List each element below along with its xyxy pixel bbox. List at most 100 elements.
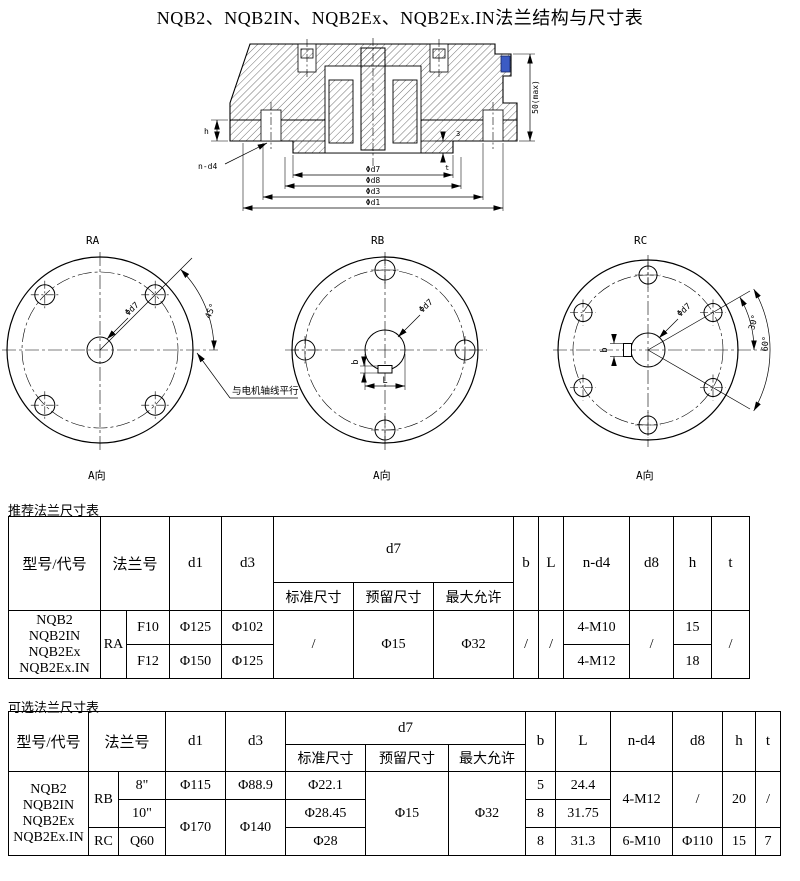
bolt-holes-section bbox=[260, 39, 511, 149]
t1-h-flange: 法兰号 bbox=[99, 516, 171, 611]
t2-r1-d7std: Φ22.1 bbox=[285, 771, 367, 800]
dim-label-t: t bbox=[445, 164, 449, 172]
hub-left bbox=[328, 79, 354, 144]
ra-bolt-circle bbox=[21, 271, 179, 429]
t2-r2-size: 10" bbox=[117, 799, 167, 828]
t2-h-nd4: n-d4 bbox=[610, 711, 674, 772]
t1-t: / bbox=[711, 610, 751, 679]
t1-h-h: h bbox=[673, 516, 713, 611]
t1-h-L: L bbox=[538, 516, 565, 611]
dimension-lines: Φd7 Φd8 Φd3 Φd1 h n-d4 50(max) 3 bbox=[198, 53, 540, 211]
t2-h-h: h bbox=[722, 711, 757, 772]
t1-h-b: b bbox=[513, 516, 540, 611]
dim-label-d8: Φd8 bbox=[366, 176, 381, 185]
t1-f10-d3: Φ102 bbox=[221, 610, 275, 645]
t1-h-d7-max: 最大允许 bbox=[433, 582, 515, 611]
rc-angle60-label: 60° bbox=[760, 336, 771, 352]
recommended-flange-table: 型号/代号 法兰号 d1 d3 d7 b L n-d4 d8 h t 标准尺寸 … bbox=[8, 516, 751, 679]
t2-h-d7-max: 最大允许 bbox=[448, 744, 527, 772]
t2-h-d7-reserved: 预留尺寸 bbox=[365, 744, 450, 772]
t1-models-cell: NQB2 NQB2IN NQB2Ex NQB2Ex.IN bbox=[8, 610, 101, 679]
dim-label-h: h bbox=[204, 127, 209, 136]
t1-d7-std: / bbox=[273, 610, 355, 679]
t2-r2-d1: Φ170 bbox=[165, 799, 227, 856]
t2-r3-L: 31.3 bbox=[555, 827, 612, 856]
rc-direction-label: A向 bbox=[636, 468, 654, 482]
model-name: NQB2Ex bbox=[22, 813, 75, 829]
t1-h-d7-reserved: 预留尺寸 bbox=[353, 582, 435, 611]
t1-f10-h: 15 bbox=[673, 610, 713, 645]
t2-d7-reserved: Φ15 bbox=[365, 771, 450, 856]
t1-f10-d1: Φ125 bbox=[169, 610, 223, 645]
rb-keyway bbox=[377, 365, 393, 374]
dim-label-50max: 50(max) bbox=[531, 80, 540, 114]
t1-f12-no: F12 bbox=[125, 644, 171, 679]
t1-h-t: t bbox=[711, 516, 751, 611]
t2-r2-d7std: Φ28.45 bbox=[285, 799, 367, 828]
t2-h-b: b bbox=[525, 711, 557, 772]
t1-d7-max: Φ32 bbox=[433, 610, 515, 679]
t2-r1-h: 20 bbox=[722, 771, 757, 828]
t2-r1-b: 5 bbox=[525, 771, 557, 800]
t2-r1-size: 8" bbox=[117, 771, 167, 800]
t2-h-flange: 法兰号 bbox=[87, 711, 167, 772]
rc-b-label: b bbox=[600, 347, 610, 352]
t2-r1-L: 24.4 bbox=[555, 771, 612, 800]
t2-r3-nd4: 6-M10 bbox=[610, 827, 674, 856]
view-ra-title: RA bbox=[86, 234, 100, 247]
rc-keyway bbox=[623, 343, 632, 357]
dim-label-d7: Φd7 bbox=[366, 165, 381, 174]
hub-right bbox=[392, 79, 418, 144]
t2-r2-L: 31.75 bbox=[555, 799, 612, 828]
t2-h-d7-std: 标准尺寸 bbox=[285, 744, 367, 772]
dim-label-3: 3 bbox=[456, 130, 460, 138]
t2-r1-d8: / bbox=[672, 771, 724, 828]
t2-h-L: L bbox=[555, 711, 612, 772]
t2-group-rc: RC bbox=[88, 827, 119, 856]
t1-L: / bbox=[538, 610, 565, 679]
t1-f12-h: 18 bbox=[673, 644, 713, 679]
t1-f10-no: F10 bbox=[125, 610, 171, 645]
t2-r3-d7std: Φ28 bbox=[285, 827, 367, 856]
t2-h-t: t bbox=[755, 711, 782, 772]
t1-h-d1: d1 bbox=[169, 516, 223, 611]
model-name: NQB2IN bbox=[22, 797, 75, 813]
t1-f12-nd4: 4-M12 bbox=[563, 644, 631, 679]
t1-h-model: 型号/代号 bbox=[8, 516, 101, 611]
t2-r2-b: 8 bbox=[525, 799, 557, 828]
t2-models-cell: NQB2 NQB2IN NQB2Ex NQB2Ex.IN bbox=[8, 771, 89, 856]
t1-f12-d1: Φ150 bbox=[169, 644, 223, 679]
t1-h-d3: d3 bbox=[221, 516, 275, 611]
t2-r2-d3: Φ140 bbox=[225, 799, 287, 856]
t2-r3-t: 7 bbox=[755, 827, 782, 856]
rb-L-label: L bbox=[382, 376, 387, 386]
t2-r1-d1: Φ115 bbox=[165, 771, 227, 800]
dim-label-d1: Φd1 bbox=[366, 198, 381, 207]
t1-d7-reserved: Φ15 bbox=[353, 610, 435, 679]
t2-r1-d3: Φ88.9 bbox=[225, 771, 287, 800]
model-name: NQB2Ex.IN bbox=[19, 660, 90, 676]
t1-h-nd4: n-d4 bbox=[563, 516, 631, 611]
cross-section-drawing: Φd7 Φd8 Φd3 Φd1 h n-d4 50(max) 3 bbox=[198, 38, 540, 211]
t2-h-d3: d3 bbox=[225, 711, 287, 772]
t2-group-rb: RB bbox=[88, 771, 119, 828]
ra-note: 与电机轴线平行 bbox=[232, 385, 299, 397]
t1-b: / bbox=[513, 610, 540, 679]
model-name: NQB2Ex.IN bbox=[13, 829, 84, 845]
t2-r3-h: 15 bbox=[722, 827, 757, 856]
t2-r1-t: / bbox=[755, 771, 782, 828]
t1-h-d8: d8 bbox=[629, 516, 675, 611]
ra-center-hole bbox=[86, 336, 114, 364]
view-rc-title: RC bbox=[634, 234, 647, 247]
t2-r1-nd4: 4-M12 bbox=[610, 771, 674, 828]
t1-h-d7-std: 标准尺寸 bbox=[273, 582, 355, 611]
t1-h-d7: d7 bbox=[273, 516, 515, 583]
t2-r3-d8: Φ110 bbox=[672, 827, 724, 856]
t2-h-model: 型号/代号 bbox=[8, 711, 89, 772]
t1-group-ra: RA bbox=[100, 610, 127, 679]
rc-d7-label: Φd7 bbox=[675, 302, 693, 320]
t2-h-d8: d8 bbox=[672, 711, 724, 772]
dim-label-nd4: n-d4 bbox=[198, 162, 217, 171]
t2-h-d1: d1 bbox=[165, 711, 227, 772]
t2-r3-b: 8 bbox=[525, 827, 557, 856]
